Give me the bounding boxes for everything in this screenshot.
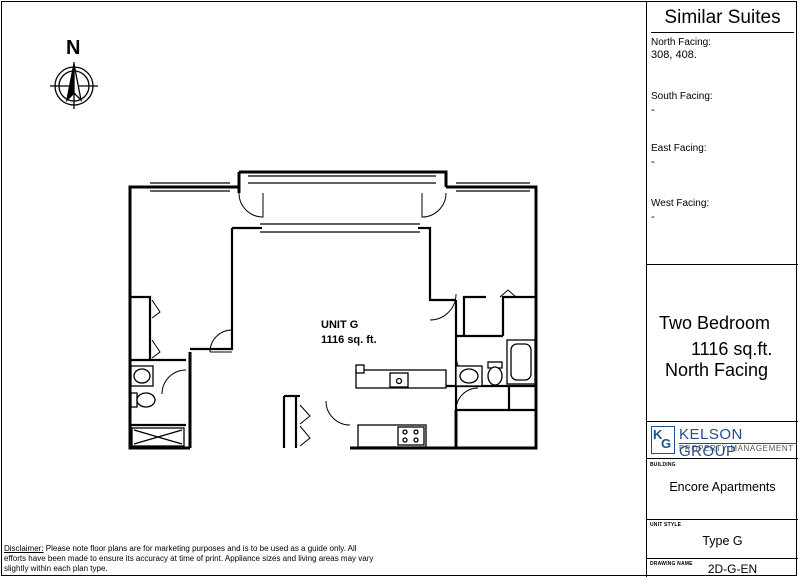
building-value: Encore Apartments xyxy=(669,480,776,494)
east-facing-label: East Facing: xyxy=(651,143,707,154)
fixtures xyxy=(130,339,536,448)
plan-facing: North Facing xyxy=(665,360,769,380)
logo-mark-k: K xyxy=(653,427,663,442)
title-underline xyxy=(651,32,794,33)
divider xyxy=(647,264,798,265)
disclaimer-text: Please note floor plans are for marketin… xyxy=(4,544,374,573)
west-facing-value: - xyxy=(651,211,655,223)
logo-mark-icon xyxy=(651,426,675,454)
unit-name: UNIT G xyxy=(321,319,359,331)
disclaimer: Disclaimer: Please note floor plans are … xyxy=(4,544,376,574)
divider xyxy=(647,519,798,520)
unit-style-caption: UNIT STYLE xyxy=(650,522,682,528)
divider xyxy=(647,421,798,422)
unit-area: 1116 sq. ft. xyxy=(321,334,377,346)
plan-type: Two Bedroom xyxy=(659,313,771,333)
divider xyxy=(647,458,798,459)
unit-style-value: Type G xyxy=(702,534,743,548)
logo-tagline: PROPERTY MANAGEMENT xyxy=(679,444,794,453)
west-facing-label: West Facing: xyxy=(651,198,710,209)
logo-rule xyxy=(679,443,797,444)
north-facing-value: 308, 408. xyxy=(651,49,697,61)
exterior-walls xyxy=(128,170,538,450)
south-facing-label: South Facing: xyxy=(651,91,713,102)
compass-north-letter: N xyxy=(66,37,80,59)
south-facing-value: - xyxy=(651,104,655,116)
plan-area: 1116 sq.ft. xyxy=(691,339,773,359)
title-block: Similar Suites North Facing: 308, 408. S… xyxy=(646,1,798,577)
drawing-name-caption: DRAWING NAME xyxy=(650,561,693,567)
building-caption: BUILDING xyxy=(650,462,676,468)
logo-mark-g: G xyxy=(661,436,672,451)
drawing-name-value: 2D-G-EN xyxy=(707,562,758,576)
divider xyxy=(647,558,798,559)
logo-company: KELSON GROUP xyxy=(679,426,743,460)
kelson-group-logo: K G KELSON GROUP PROPERTY MANAGEMENT xyxy=(651,425,797,460)
north-facing-label: North Facing: xyxy=(651,37,712,48)
north-compass-icon xyxy=(50,62,98,109)
unit-label: UNIT G 1116 sq. ft. xyxy=(321,318,377,348)
similar-suites-title: Similar Suites xyxy=(664,7,781,28)
east-facing-value: - xyxy=(651,156,655,168)
disclaimer-heading: Disclaimer: xyxy=(4,544,44,553)
